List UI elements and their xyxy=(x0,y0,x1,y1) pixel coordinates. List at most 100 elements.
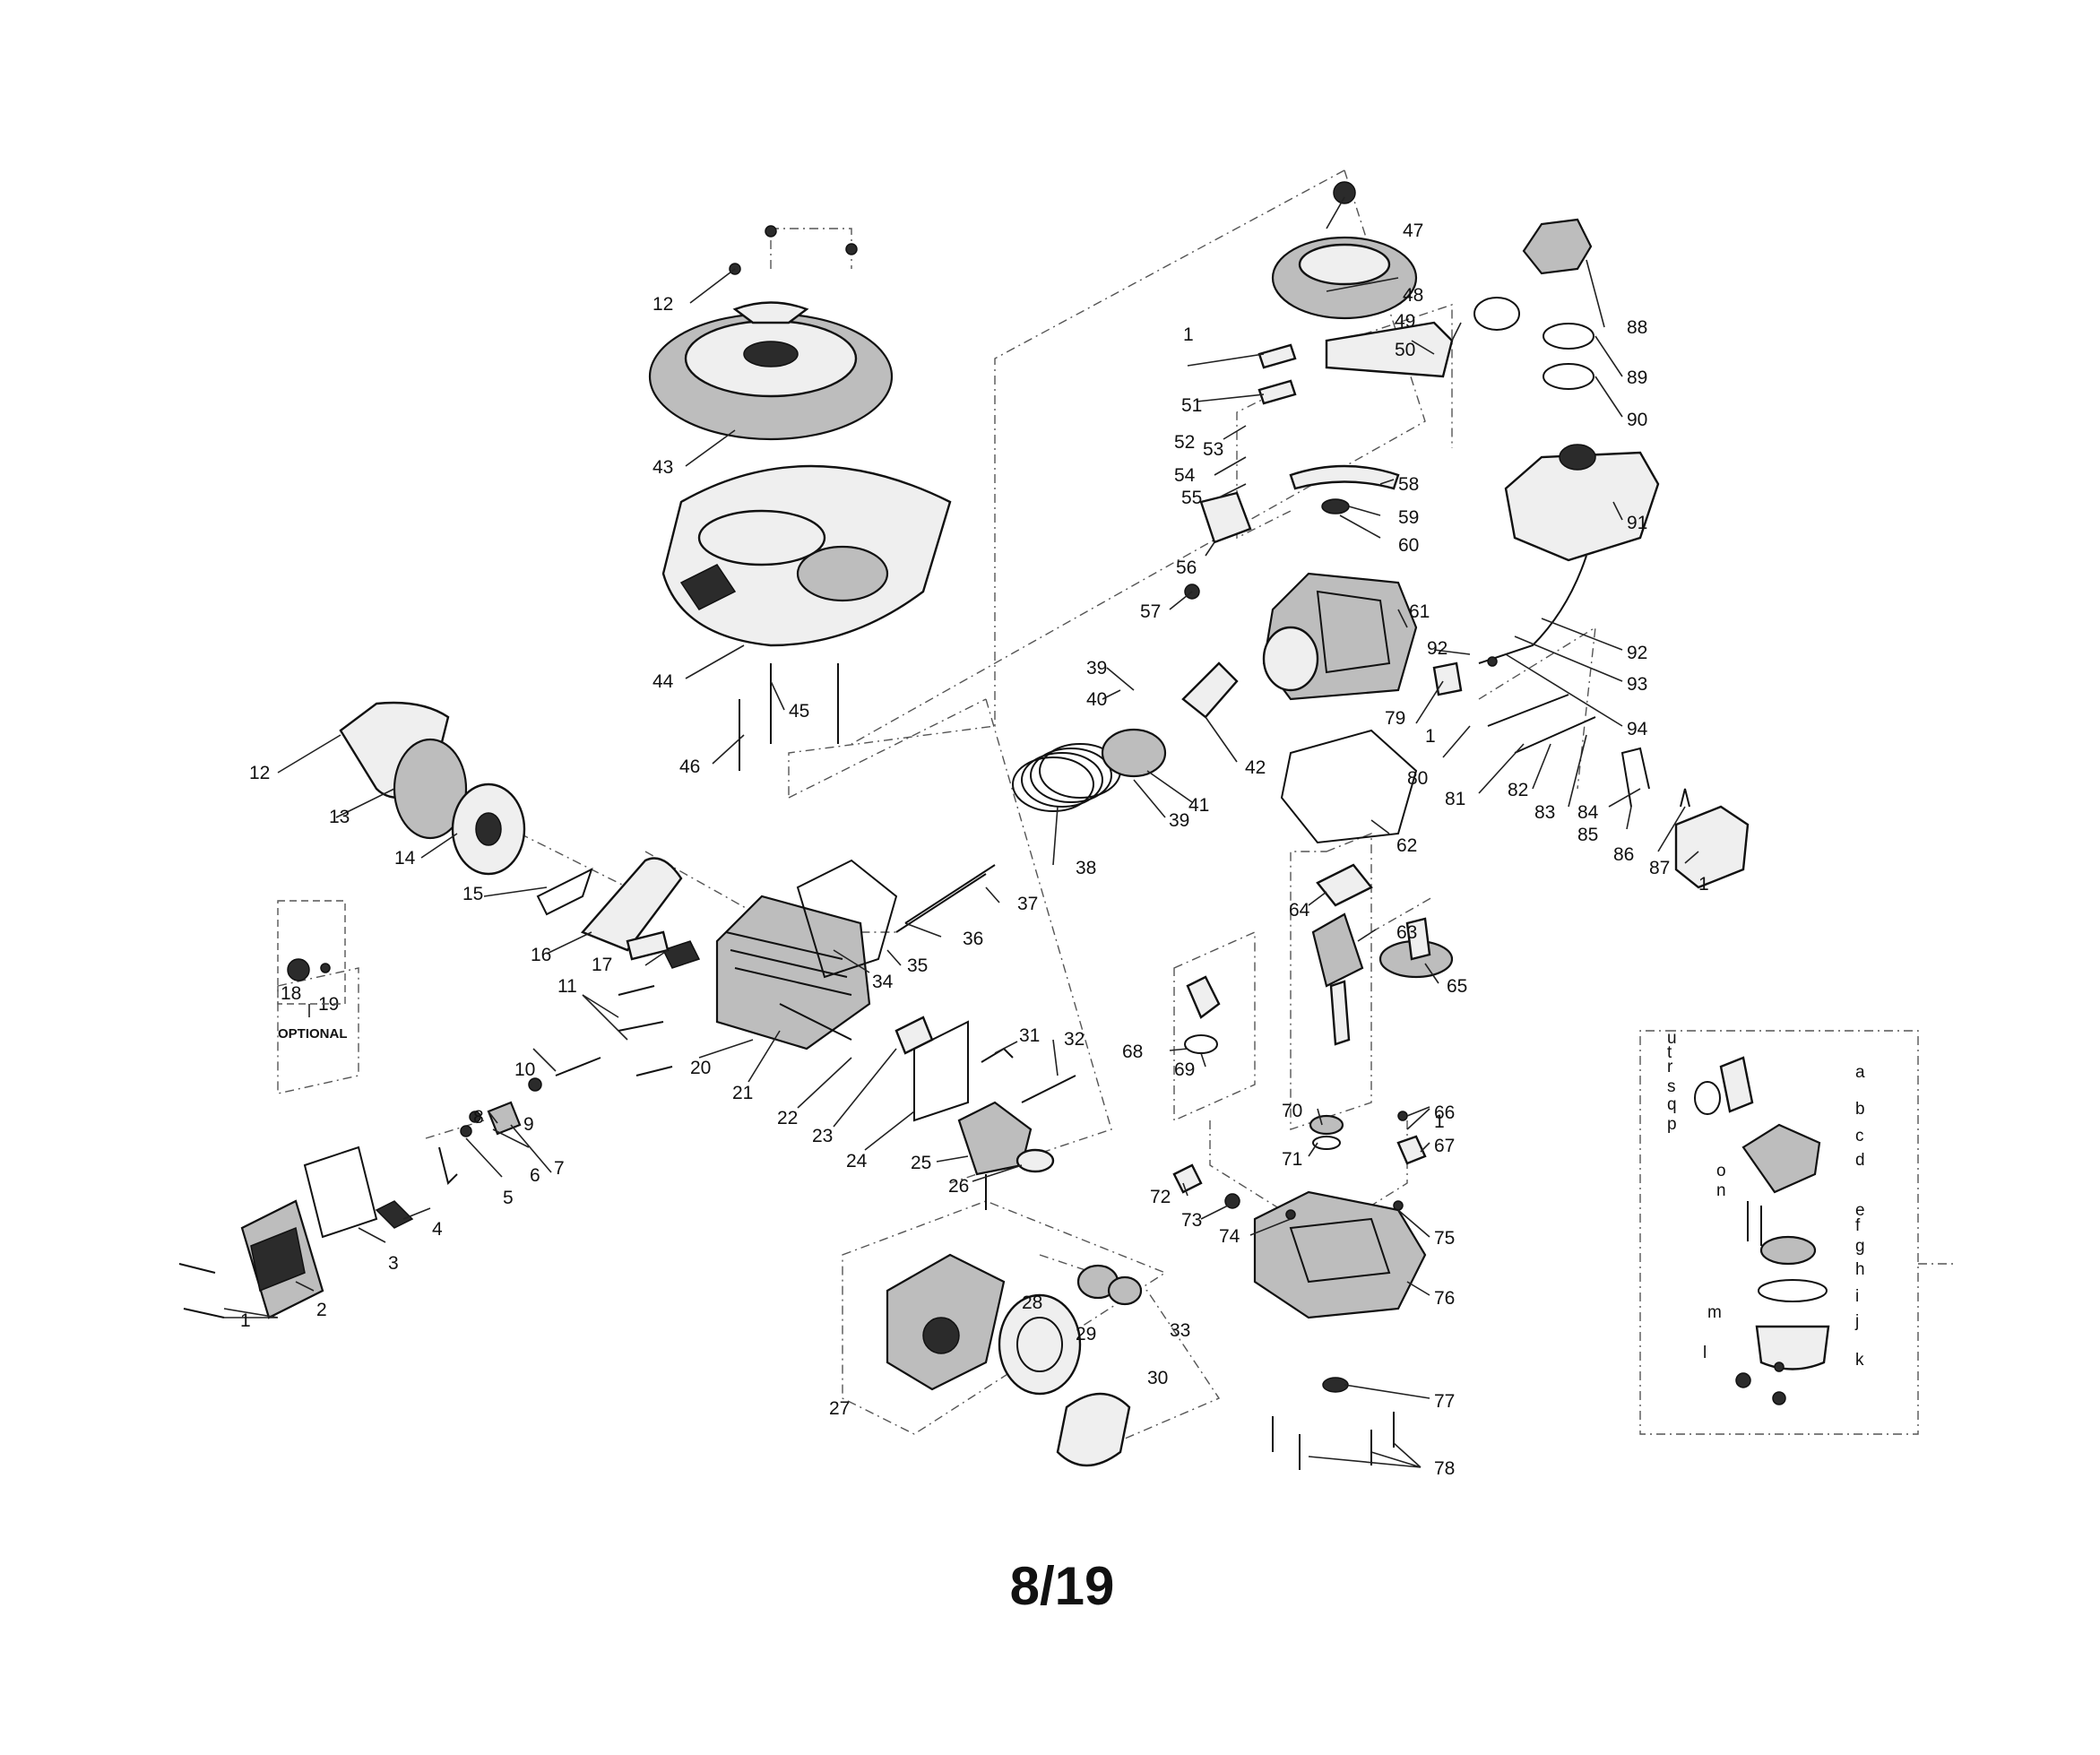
callout-31: 31 xyxy=(1019,1025,1040,1046)
callout-67: 67 xyxy=(1434,1136,1455,1156)
callout-53: 53 xyxy=(1203,439,1223,460)
callout-54: 54 xyxy=(1174,465,1196,486)
callout-74: 74 xyxy=(1219,1226,1240,1247)
callout-48: 48 xyxy=(1403,285,1423,306)
callout-numbers: 1 1 1 1 1 2 3 4 5 6 7 8 9 10 11 12 12 13… xyxy=(240,220,1709,1479)
callout-78: 78 xyxy=(1434,1458,1455,1479)
callout-7: 7 xyxy=(554,1158,565,1179)
callout-44: 44 xyxy=(652,671,674,692)
callout-92: 92 xyxy=(1627,643,1647,663)
page-number: 8/19 xyxy=(1010,1556,1115,1616)
callout-35: 35 xyxy=(907,955,928,976)
callout-28: 28 xyxy=(1022,1292,1042,1313)
carb-callout-o: o xyxy=(1716,1162,1726,1180)
callout-25: 25 xyxy=(911,1153,931,1173)
callout-84: 84 xyxy=(1577,802,1599,823)
callout-65: 65 xyxy=(1447,976,1467,997)
carb-callout-g: g xyxy=(1855,1237,1865,1256)
callout-72: 72 xyxy=(1150,1187,1171,1207)
callout-80: 80 xyxy=(1407,768,1428,789)
carb-callout-a: a xyxy=(1855,1063,1865,1082)
callout-85: 85 xyxy=(1577,825,1598,845)
callout-12: 12 xyxy=(249,763,270,783)
callout-49: 49 xyxy=(1395,311,1415,332)
callout-15: 15 xyxy=(462,884,483,904)
callout-68: 68 xyxy=(1122,1042,1143,1062)
callout-39: 39 xyxy=(1169,810,1189,831)
callout-51: 51 xyxy=(1181,395,1202,416)
callout-4: 4 xyxy=(432,1219,443,1240)
callout-73: 73 xyxy=(1181,1210,1202,1231)
callout-20: 20 xyxy=(690,1058,711,1078)
callout-11: 11 xyxy=(557,976,577,997)
leader-lines xyxy=(223,196,1699,1468)
callout-75: 75 xyxy=(1434,1228,1455,1249)
callout-22: 22 xyxy=(777,1108,798,1128)
callout-60: 60 xyxy=(1398,535,1419,556)
carb-callout-f: f xyxy=(1855,1216,1861,1235)
callout-70: 70 xyxy=(1282,1101,1302,1121)
carb-callout-t: t xyxy=(1667,1043,1672,1062)
callout-66: 66 xyxy=(1434,1102,1455,1123)
callout-69: 69 xyxy=(1174,1059,1195,1080)
callout-56: 56 xyxy=(1176,558,1197,578)
callout-83: 83 xyxy=(1534,802,1555,823)
callout-77: 77 xyxy=(1434,1391,1455,1412)
callout-30: 30 xyxy=(1147,1368,1168,1388)
carb-callout-s: s xyxy=(1667,1077,1676,1096)
optional-label: OPTIONAL xyxy=(278,1026,348,1042)
carb-callout-r: r xyxy=(1667,1058,1673,1076)
callout-82: 82 xyxy=(1508,780,1528,800)
callout-45: 45 xyxy=(789,701,809,722)
callout-63: 63 xyxy=(1396,922,1417,943)
carb-callout-e: e xyxy=(1855,1201,1865,1220)
carb-callout-c: c xyxy=(1855,1127,1864,1146)
callout-33: 33 xyxy=(1170,1320,1190,1341)
callout-18: 18 xyxy=(281,983,301,1004)
callout-61: 61 xyxy=(1409,601,1430,622)
carb-callout-h: h xyxy=(1855,1260,1865,1279)
callout-81: 81 xyxy=(1445,789,1465,809)
carb-callout-j: j xyxy=(1854,1312,1859,1331)
callout-76: 76 xyxy=(1434,1288,1455,1309)
part-shapes xyxy=(178,181,1830,1470)
callout-92: 92 xyxy=(1427,638,1448,659)
callout-12: 12 xyxy=(652,294,673,315)
carb-callout-n: n xyxy=(1716,1181,1726,1200)
callout-2: 2 xyxy=(316,1300,327,1320)
callout-26: 26 xyxy=(948,1176,969,1197)
callout-42: 42 xyxy=(1245,757,1266,778)
callout-90: 90 xyxy=(1627,410,1647,430)
carb-callout-l: l xyxy=(1703,1344,1707,1362)
callout-10: 10 xyxy=(514,1059,535,1080)
callout-50: 50 xyxy=(1395,340,1415,360)
carb-callout-i: i xyxy=(1855,1287,1859,1306)
callout-39: 39 xyxy=(1086,658,1107,679)
callout-21: 21 xyxy=(732,1083,753,1103)
callout-91: 91 xyxy=(1627,513,1647,533)
callout-57: 57 xyxy=(1140,601,1161,622)
carb-callout-k: k xyxy=(1855,1351,1864,1370)
callout-14: 14 xyxy=(394,848,416,869)
callout-1: 1 xyxy=(240,1310,251,1331)
optional-parts-box xyxy=(277,900,346,1005)
callout-16: 16 xyxy=(531,945,551,965)
carburetor-detail-callouts: a b c d e f g h i j k l m n o p q r s t … xyxy=(1667,1029,1865,1370)
carb-callout-m: m xyxy=(1707,1303,1722,1322)
callout-79: 79 xyxy=(1385,708,1405,729)
callout-47: 47 xyxy=(1403,220,1423,241)
assembly-guide-lines xyxy=(277,169,1954,1453)
callout-43: 43 xyxy=(652,457,673,478)
callout-17: 17 xyxy=(592,955,612,975)
callout-36: 36 xyxy=(963,929,983,949)
callout-46: 46 xyxy=(679,756,700,777)
carb-callout-b: b xyxy=(1855,1100,1865,1119)
callout-1: 1 xyxy=(1425,726,1436,747)
carb-callout-d: d xyxy=(1855,1151,1865,1170)
callout-62: 62 xyxy=(1396,835,1417,856)
callout-34: 34 xyxy=(872,972,894,992)
callout-29: 29 xyxy=(1076,1324,1096,1344)
callout-40: 40 xyxy=(1086,689,1107,710)
callout-24: 24 xyxy=(846,1151,868,1171)
